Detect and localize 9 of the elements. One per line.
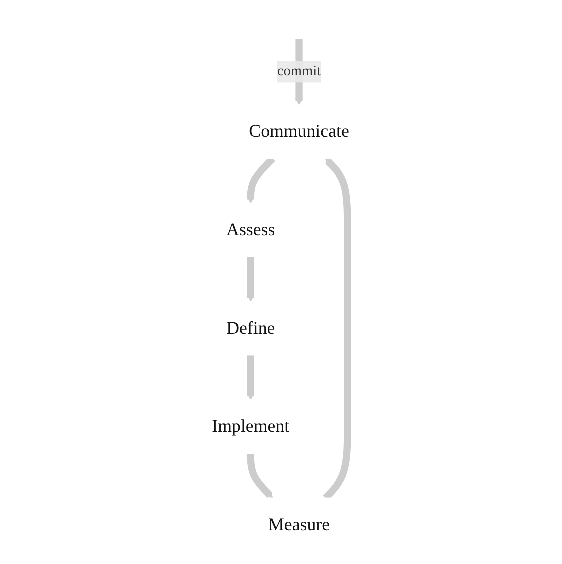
edge-label: commit bbox=[278, 64, 322, 80]
node-text: Define bbox=[226, 318, 276, 338]
arrow bbox=[247, 256, 256, 302]
node-text: Measure bbox=[268, 515, 330, 535]
node-text: Assess bbox=[226, 220, 276, 240]
arrow bbox=[248, 454, 274, 499]
node-text: Communicate bbox=[249, 122, 350, 142]
arrow bbox=[247, 355, 256, 400]
node-text: Implement bbox=[212, 416, 290, 437]
